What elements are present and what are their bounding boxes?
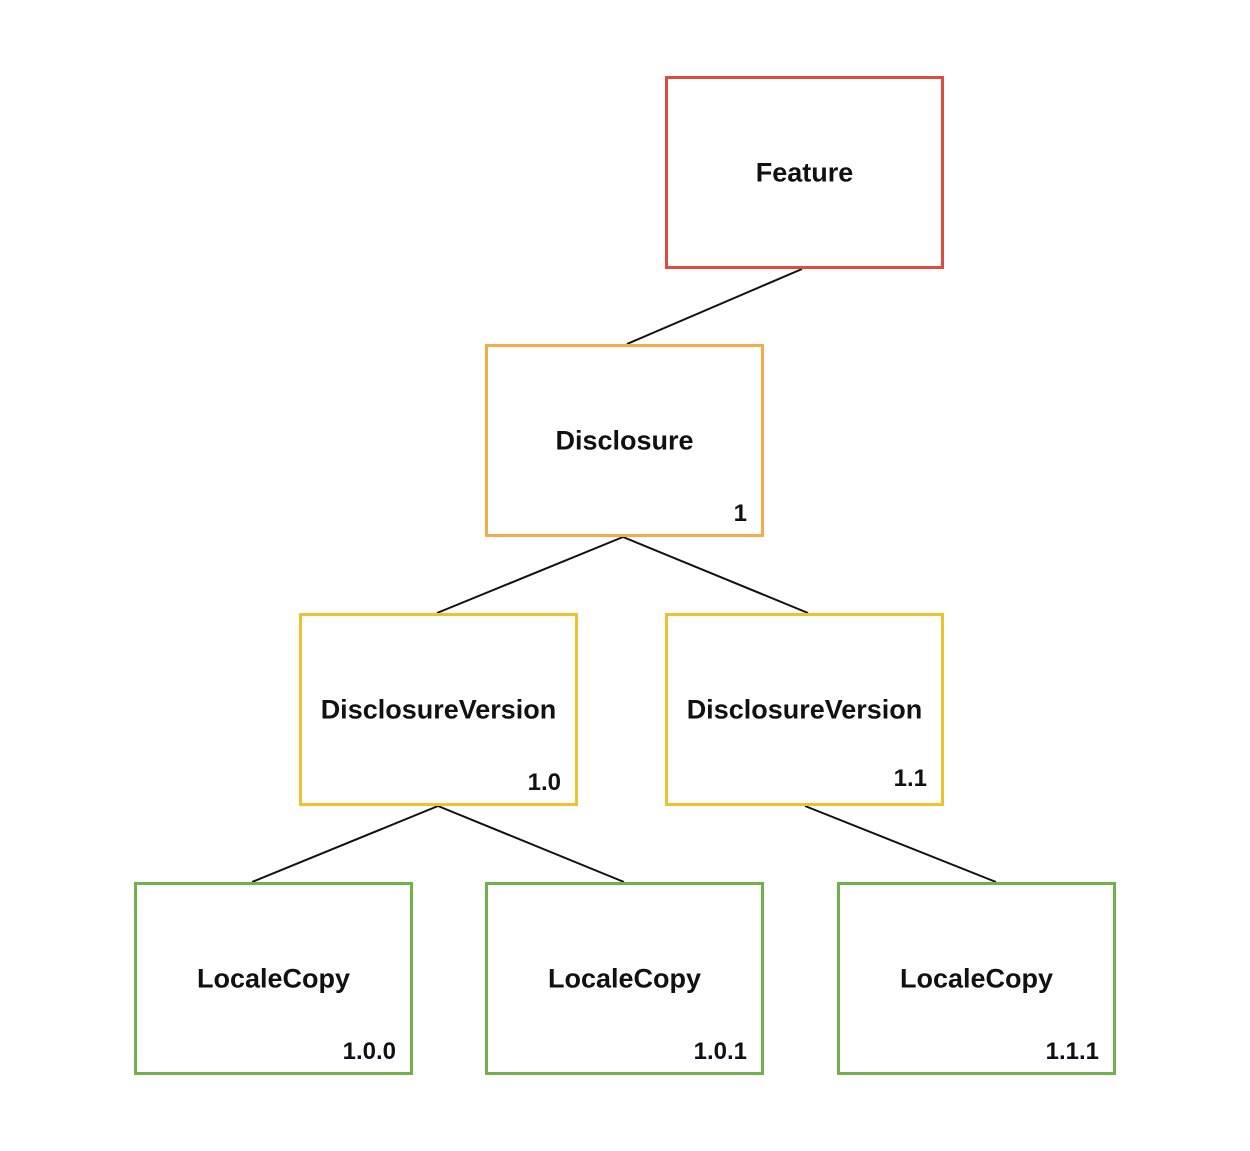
edge-disclosure-version-1-1 (622, 536, 809, 614)
node-label: LocaleCopy (196, 963, 351, 993)
node-disclosure-version-1-1: DisclosureVersion 1.1 (665, 613, 944, 806)
node-version: 1 (733, 500, 747, 527)
node-locale-copy-1-1-1: LocaleCopy 1.1.1 (837, 882, 1116, 1075)
node-label: DisclosureVersion (320, 694, 557, 724)
edge-version-1-0-copy-1-0-0 (251, 805, 439, 883)
node-disclosure-version-1-0: DisclosureVersion 1.0 (299, 613, 578, 806)
node-version: 1.0.1 (693, 1038, 747, 1065)
edge-version-1-1-copy-1-1-1 (804, 805, 997, 883)
node-version: 1.1.1 (1045, 1038, 1099, 1065)
node-label: LocaleCopy (547, 963, 702, 993)
edge-feature-disclosure (626, 268, 803, 345)
node-label: DisclosureVersion (686, 694, 923, 724)
edge-version-1-0-copy-1-0-1 (437, 805, 625, 883)
node-version: 1.0.0 (342, 1038, 396, 1065)
node-disclosure: Disclosure 1 (485, 344, 764, 537)
node-label: Disclosure (555, 425, 694, 455)
node-label: LocaleCopy (899, 963, 1054, 993)
node-version: 1.0 (527, 769, 561, 796)
edge-disclosure-version-1-0 (436, 536, 624, 614)
node-label: Feature (755, 157, 854, 187)
node-feature: Feature (665, 76, 944, 269)
node-locale-copy-1-0-0: LocaleCopy 1.0.0 (134, 882, 413, 1075)
node-locale-copy-1-0-1: LocaleCopy 1.0.1 (485, 882, 764, 1075)
node-version: 1.1 (893, 765, 927, 792)
